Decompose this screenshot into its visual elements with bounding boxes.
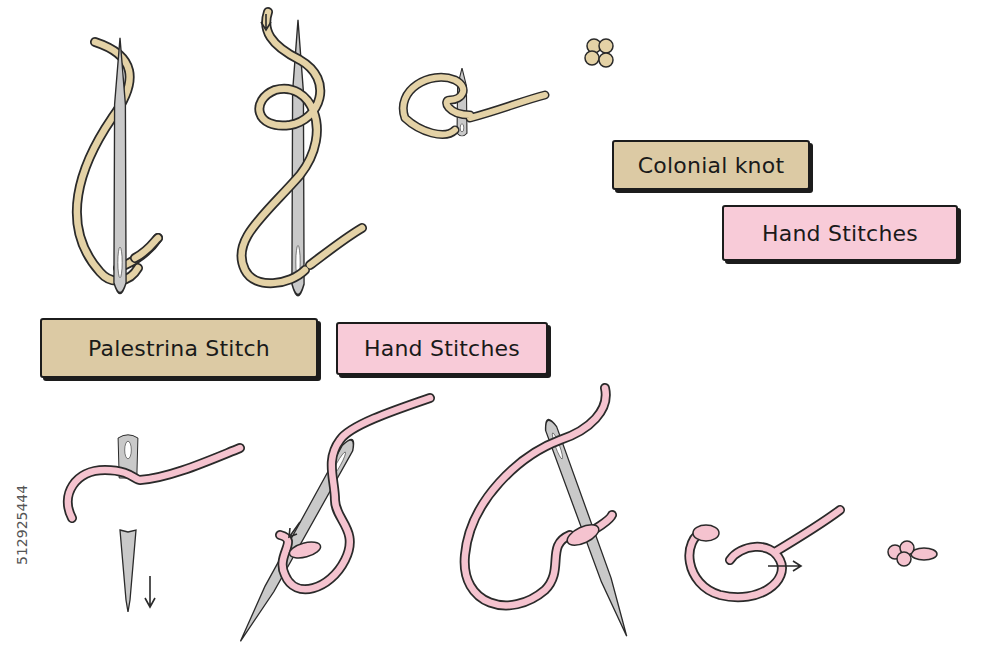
stitch-label: Hand Stitches [364,336,520,361]
stitch-label: Colonial knot [638,153,784,178]
label-box: Palestrina Stitch [40,318,318,378]
label-box: Hand Stitches [722,205,958,261]
label-box: Hand Stitches [336,322,548,375]
stitch-label: Palestrina Stitch [88,336,270,361]
stock-id-watermark: 512925444 [14,485,30,565]
stitch-label: Hand Stitches [762,221,918,246]
label-box: Colonial knot [612,140,810,190]
